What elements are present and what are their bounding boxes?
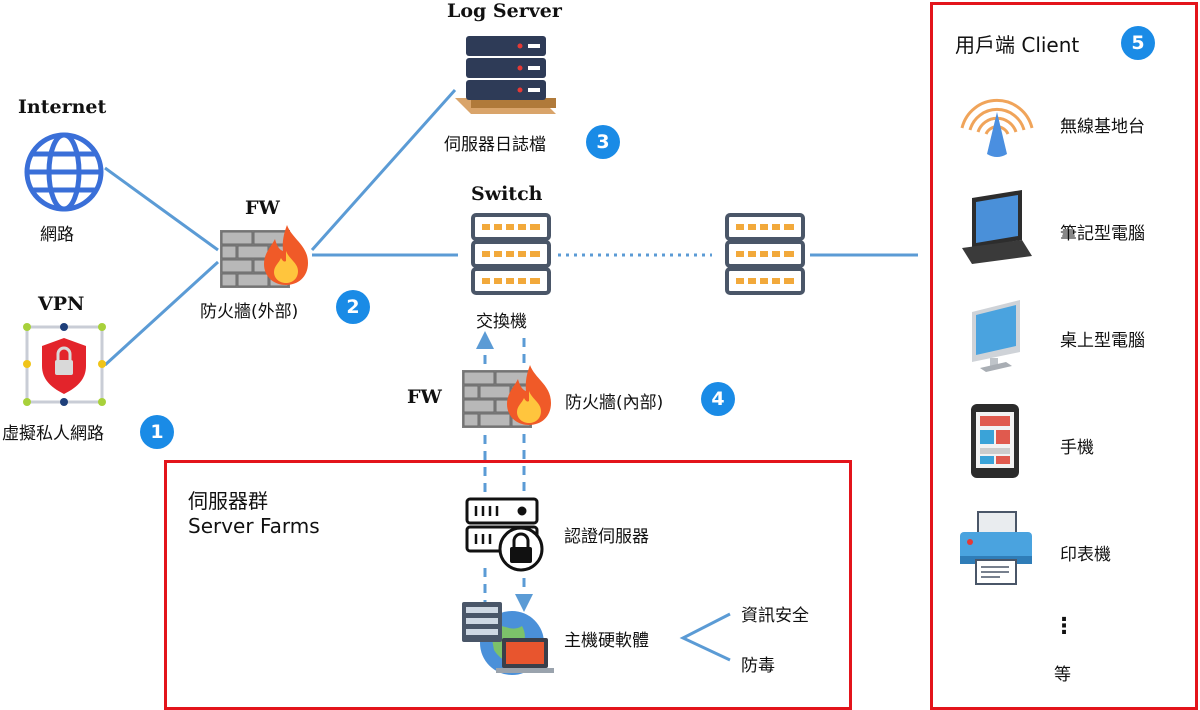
- server-farm-title-en: Server Farms: [188, 514, 320, 538]
- internet-title: Internet: [18, 96, 107, 118]
- auth-server-label: 認證伺服器: [564, 527, 649, 547]
- fw-inner-label: 防火牆(內部): [565, 393, 664, 413]
- badge-4: 4: [701, 382, 735, 416]
- firewall-inner-icon: [461, 365, 551, 429]
- line-vpn-fw: [103, 260, 220, 367]
- desktop-icon: [972, 300, 1020, 372]
- phone-icon: [971, 404, 1019, 478]
- auth-server-icon: [465, 497, 544, 572]
- switch-remote-icon: [725, 213, 805, 295]
- client-item-laptop: 筆記型電腦: [1060, 224, 1145, 244]
- client-box: [930, 2, 1198, 710]
- log-server-title: Log Server: [447, 0, 562, 22]
- more-ellipsis: ⋮: [1053, 614, 1075, 639]
- client-item-desktop: 桌上型電腦: [1060, 331, 1145, 351]
- laptop-icon: [962, 190, 1032, 264]
- badge-2: 2: [336, 290, 370, 324]
- branch-security: 資訊安全: [741, 606, 809, 626]
- internet-label: 網路: [40, 225, 74, 245]
- printer-icon: [960, 511, 1032, 585]
- log-server-label: 伺服器日誌檔: [444, 135, 546, 155]
- firewall-outer-icon: [219, 225, 308, 289]
- fw-outer-label: 防火牆(外部): [200, 302, 299, 322]
- log-server-icon: [455, 36, 556, 114]
- client-item-phone: 手機: [1060, 438, 1094, 458]
- badge-3: 3: [586, 125, 620, 159]
- client-item-ap: 無線基地台: [1060, 117, 1145, 137]
- switch-title: Switch: [471, 183, 543, 205]
- line-internet-fw: [104, 166, 219, 252]
- vpn-title: VPN: [38, 293, 85, 315]
- globe-icon: [24, 132, 104, 212]
- line-fw-logserver: [310, 89, 457, 251]
- switch-label: 交換機: [476, 312, 527, 332]
- branch-antivirus: 防毒: [741, 656, 775, 676]
- wireless-ap-icon: [960, 98, 1034, 157]
- vpn-shield-icon: [23, 323, 106, 406]
- host-label: 主機硬軟體: [564, 631, 649, 651]
- server-farm-title-zh: 伺服器群: [188, 489, 268, 513]
- server-farm-box: [164, 460, 852, 710]
- badge-5: 5: [1121, 26, 1155, 60]
- client-item-printer: 印表機: [1060, 545, 1111, 565]
- branch-lines: [679, 612, 731, 662]
- switch-icon: [471, 213, 551, 295]
- client-title: 用戶端 Client: [955, 33, 1080, 57]
- badge-1: 1: [140, 415, 174, 449]
- connections: [103, 89, 918, 662]
- host-hardware-icon: [462, 602, 554, 675]
- fw-outer-title: FW: [245, 197, 280, 219]
- client-etc: 等: [1054, 665, 1071, 685]
- fw-inner-title: FW: [407, 386, 442, 408]
- vpn-label: 虛擬私人網路: [2, 424, 104, 444]
